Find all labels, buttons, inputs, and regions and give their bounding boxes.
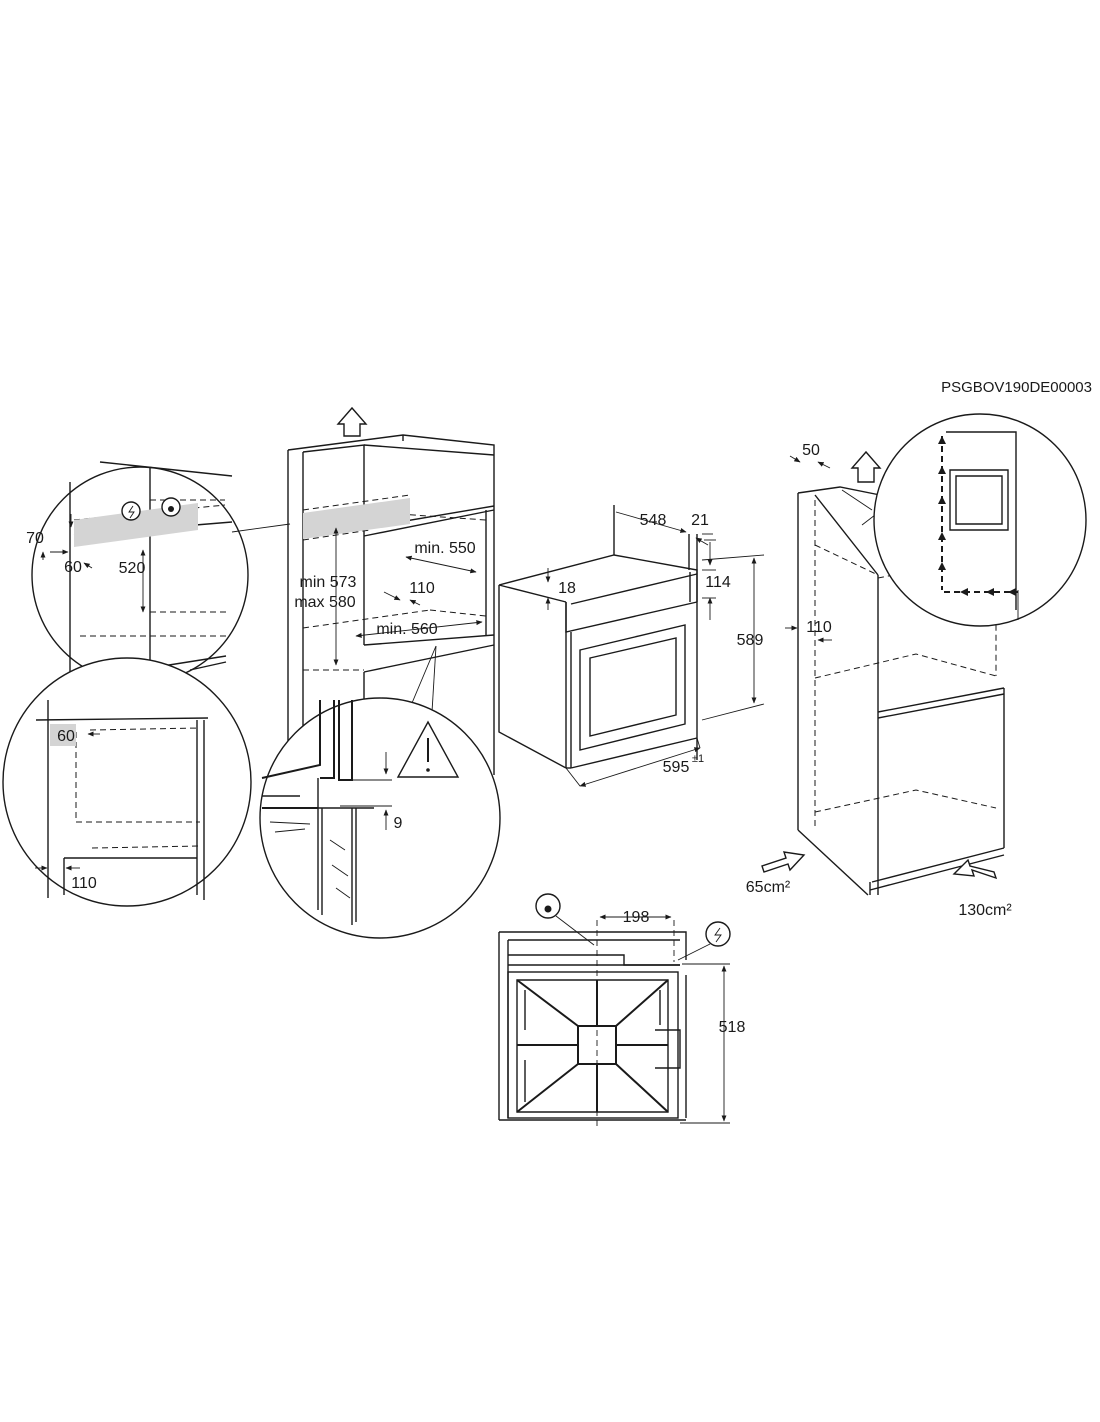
dim-70: 70 <box>26 530 44 547</box>
detail-circle-airflow <box>873 413 1087 627</box>
dim-110-niche: 110 <box>409 580 435 597</box>
dim-589: 589 <box>737 632 764 649</box>
dim-9: 9 <box>394 815 403 832</box>
airflow-arrows <box>938 436 1016 596</box>
dim-60-side: 60 <box>57 728 75 745</box>
detail-circle-floor: 9 <box>259 697 501 939</box>
dim-50: 50 <box>802 442 820 459</box>
electric-connection-icon <box>121 501 141 521</box>
vent-front-area: 65cm² <box>746 879 791 896</box>
vent-base-arrow <box>952 858 998 880</box>
dim-60: 60 <box>64 559 82 576</box>
document-code: PSGBOV190DE00003 <box>941 379 1092 396</box>
oven-appliance: 548 21 18 114 589 595 ±1 <box>498 505 765 787</box>
cabinet-niche: min. 550 min 573 max 580 110 min. 560 <box>287 406 495 780</box>
dim-21: 21 <box>691 512 709 529</box>
vent-front-arrow <box>761 851 806 873</box>
electric-inlet-icon <box>705 921 731 947</box>
dim-110-tall: 110 <box>806 619 832 636</box>
oven-top-view: 198 518 <box>498 893 746 1128</box>
dim-548: 548 <box>640 512 667 529</box>
dim-595: 595 <box>663 759 690 776</box>
tall-cabinet: 50 110 65cm² 130cm² <box>746 442 1013 919</box>
dim-520: 520 <box>119 560 146 577</box>
detail-circle-side: 60 110 <box>2 657 252 907</box>
dim-min-550: min. 550 <box>414 540 475 557</box>
dim-18: 18 <box>558 580 576 597</box>
airflow-up-arrow <box>336 406 368 437</box>
dim-min-573: min 573 <box>300 574 357 591</box>
dim-595-tolerance: ±1 <box>692 753 704 765</box>
dim-114: 114 <box>705 574 731 591</box>
airflow-up-arrow-right <box>850 450 882 483</box>
detail-circle-top: 70 60 520 <box>26 461 291 686</box>
vent-base-area: 130cm² <box>958 902 1012 919</box>
dim-518: 518 <box>719 1019 746 1036</box>
dim-110-side: 110 <box>71 875 97 892</box>
dim-198: 198 <box>623 909 650 926</box>
dim-max-580: max 580 <box>294 594 355 611</box>
dim-min-560: min. 560 <box>376 621 437 638</box>
